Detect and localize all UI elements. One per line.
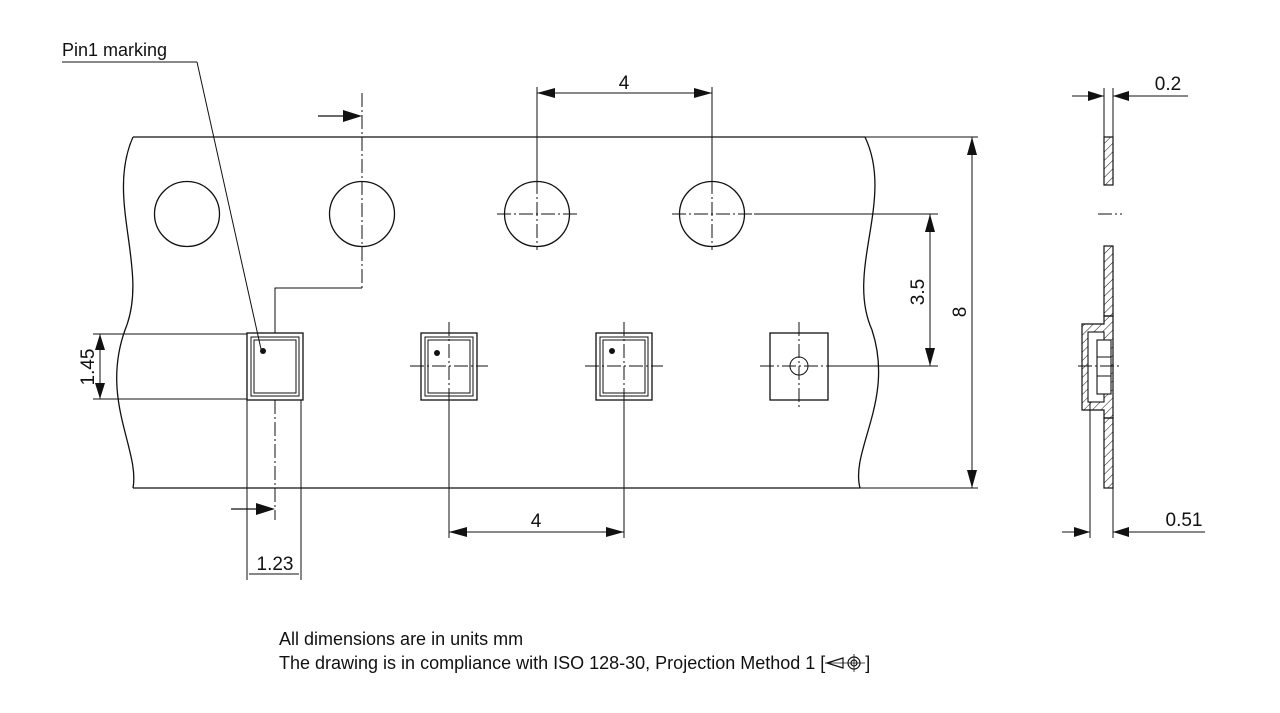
sprocket-hole <box>153 180 221 248</box>
dimension-pitch-bottom: 4 <box>448 400 625 538</box>
dimension-pocket-width: 1.23 <box>231 400 302 580</box>
pin1-dot <box>260 348 266 354</box>
tape-thickness-label: 0.2 <box>1155 74 1181 95</box>
pin1-leader: Pin1 marking <box>62 40 262 350</box>
dimension-pitch-top: 4 <box>536 73 713 182</box>
projection-note: The drawing is in compliance with ISO 12… <box>279 652 870 675</box>
pin1-dot <box>434 350 440 356</box>
tape-outline <box>116 136 880 489</box>
side-view <box>1078 136 1122 489</box>
row-offset-label: 3.5 <box>908 279 929 305</box>
projection-note-text: The drawing is in compliance with ISO 12… <box>279 653 826 673</box>
sprocket-holes <box>153 93 752 288</box>
pocket-1 <box>246 332 304 401</box>
pocket-depth-label: 0.51 <box>1166 510 1203 531</box>
pocket-3 <box>585 322 663 410</box>
pocket-width-label: 1.23 <box>257 554 294 575</box>
dimension-tape-thickness: 0.2 <box>1072 74 1188 137</box>
dimension-tape-width: 8 <box>860 136 978 489</box>
pitch-top-label: 4 <box>619 73 630 94</box>
pocket-4 <box>760 322 838 410</box>
pocket-2 <box>410 322 488 410</box>
dimension-row-offset: 3.5 <box>754 213 938 367</box>
pitch-bottom-label: 4 <box>531 511 542 532</box>
dimension-pocket-height: 1.45 <box>78 333 247 400</box>
pin1-dot <box>609 348 615 354</box>
dimension-pocket-depth: 0.51 <box>1062 402 1205 538</box>
projection-method-icon <box>825 654 866 672</box>
pin1-label: Pin1 marking <box>62 40 167 60</box>
tape-width-label: 8 <box>950 307 971 318</box>
units-note: All dimensions are in units mm <box>279 629 524 649</box>
projection-note-close: ] <box>865 653 871 673</box>
pocket-height-label: 1.45 <box>78 349 99 386</box>
